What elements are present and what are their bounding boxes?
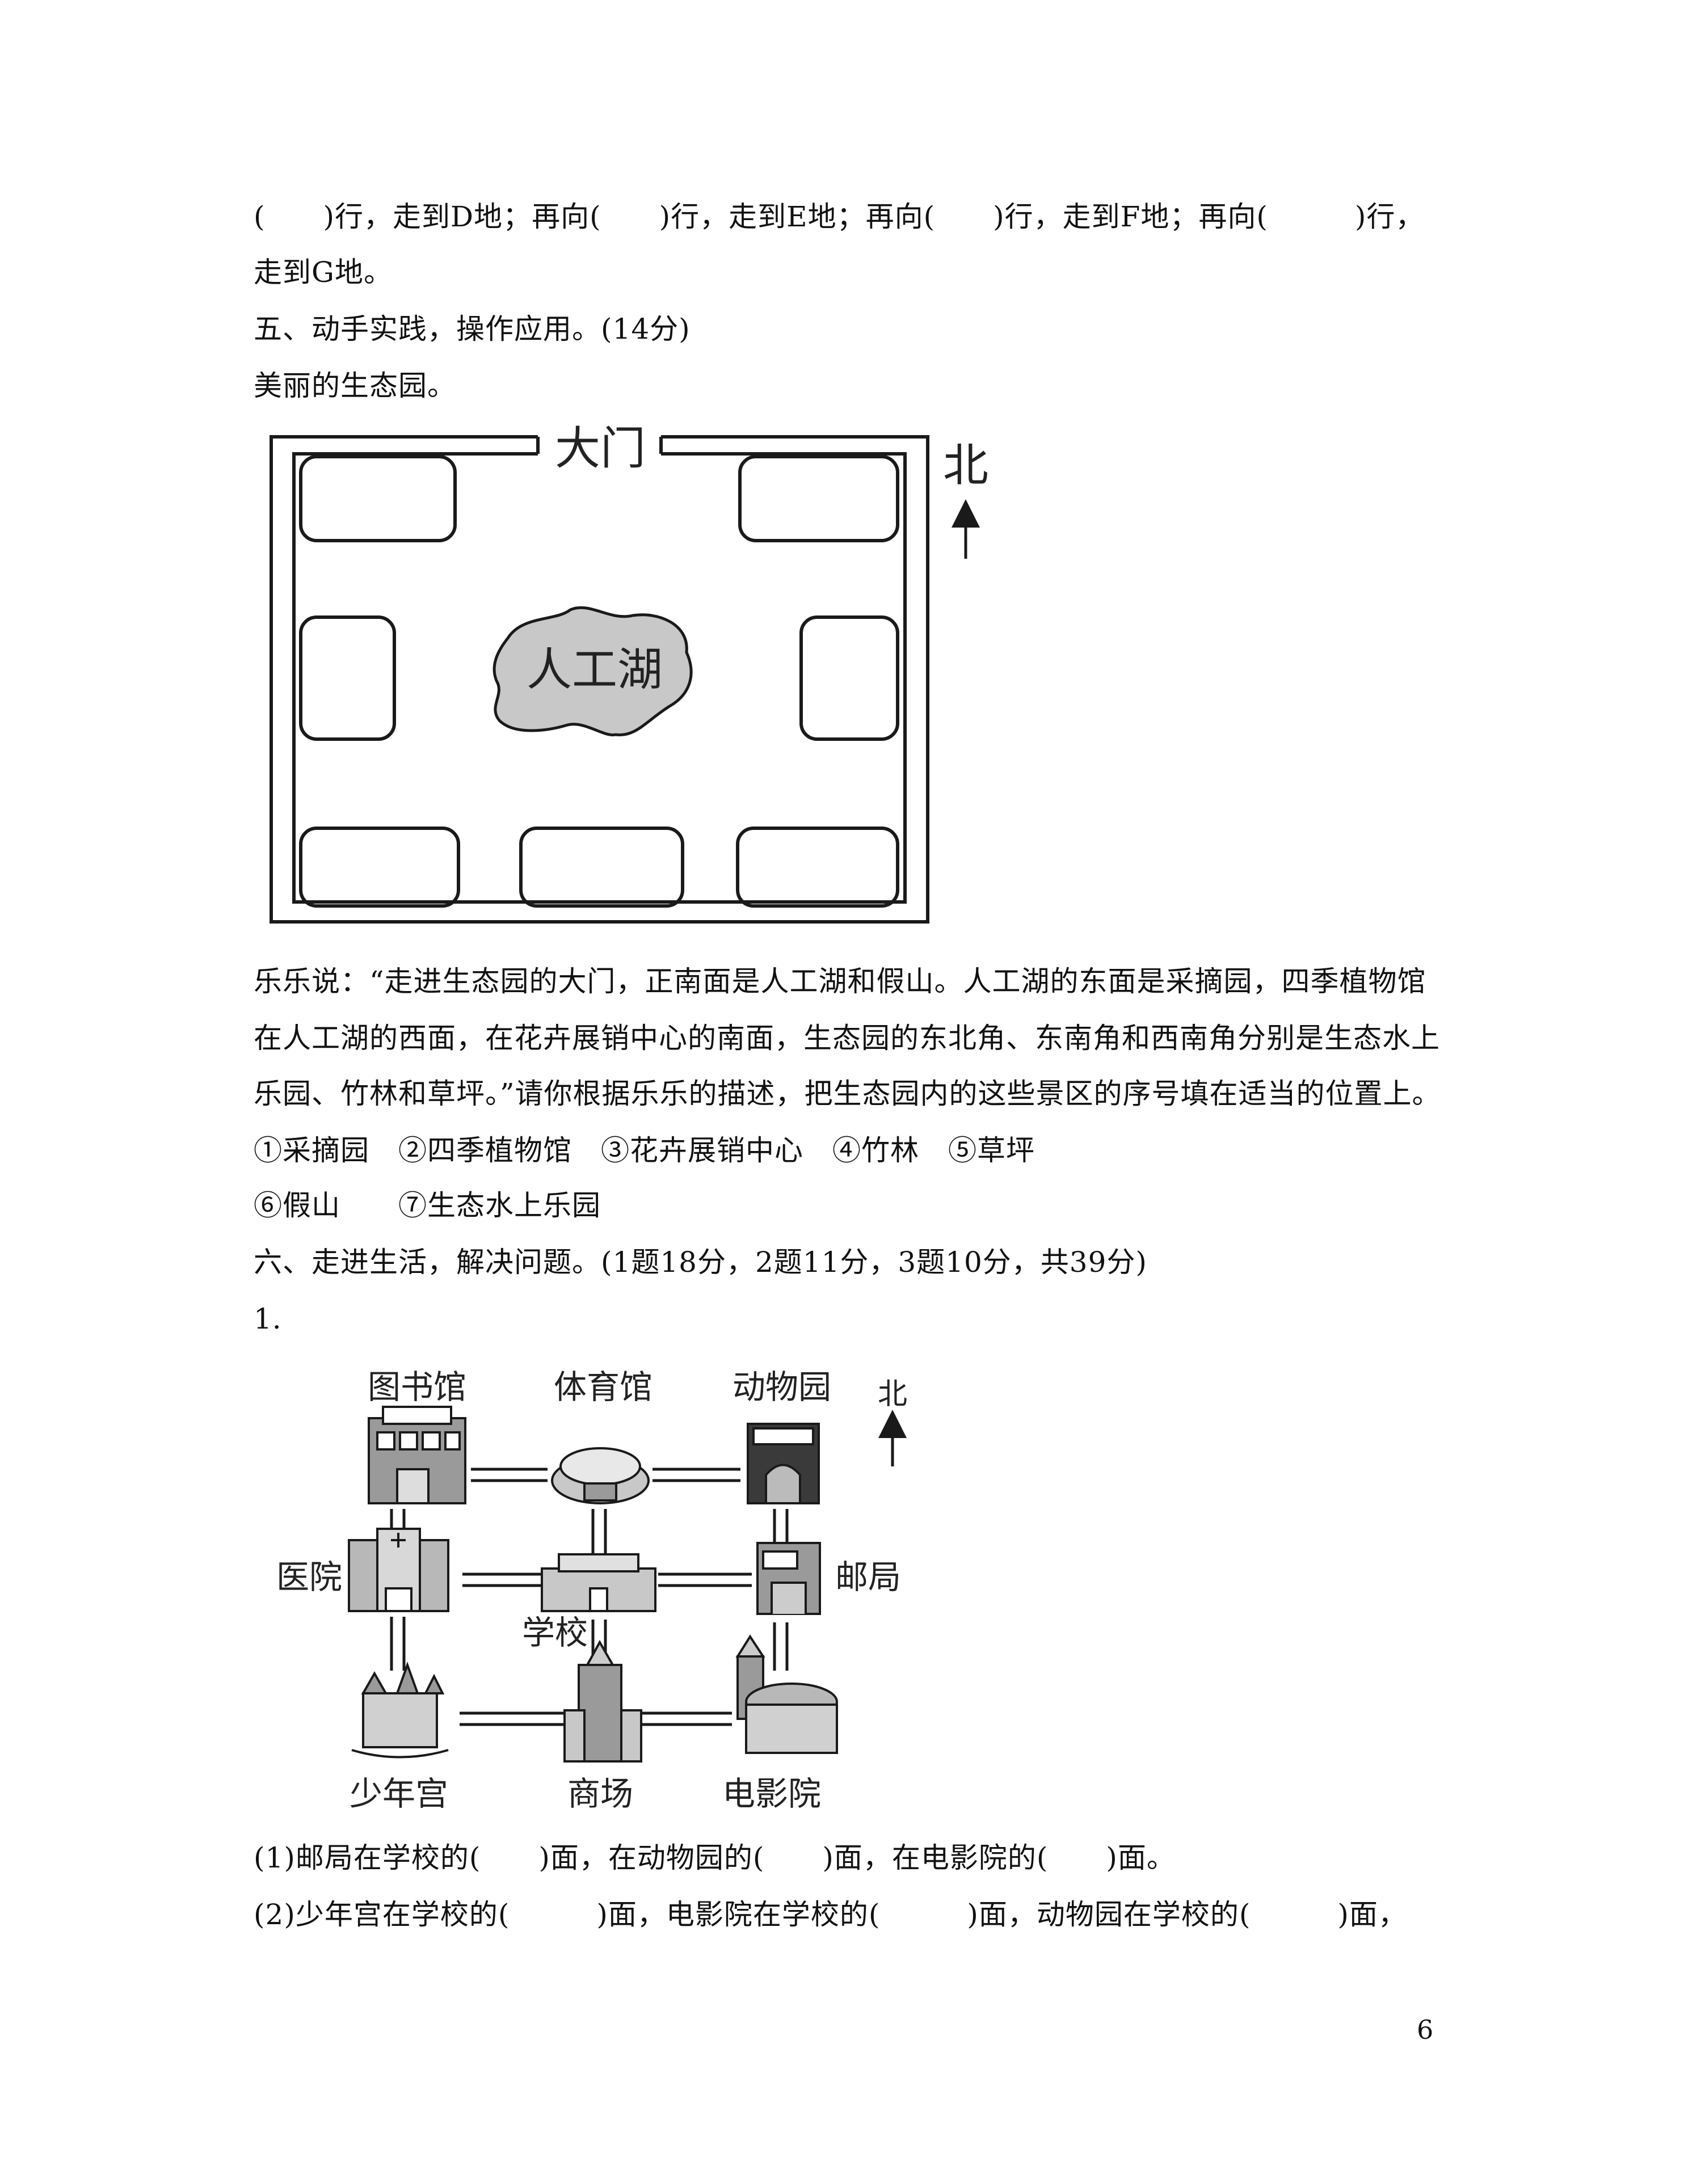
text-line-2: 走到G地。 xyxy=(254,256,393,289)
question-1-part-1: (1)邮局在学校的( )面，在动物园的( )面，在电影院的( )面。 xyxy=(254,1841,1176,1874)
gym-icon xyxy=(551,1447,650,1504)
gate-posts xyxy=(536,437,663,454)
answer-box-east[interactable] xyxy=(799,615,899,741)
answer-box-west[interactable] xyxy=(299,615,396,741)
label-zoo: 动物园 xyxy=(733,1368,831,1406)
option-list-line-2: ⑥假山 ⑦生态水上乐园 xyxy=(254,1189,601,1222)
label-gym: 体育馆 xyxy=(554,1368,653,1406)
lake-shape xyxy=(492,606,693,737)
answer-box-northeast[interactable] xyxy=(738,455,899,542)
city-map-roads xyxy=(390,1468,789,1726)
question-1-part-2: (2)少年宫在学校的( )面，电影院在学校的( )面，动物园在学校的( )面， xyxy=(254,1898,1407,1931)
label-youth-palace: 少年宫 xyxy=(350,1774,448,1813)
page-number: 6 xyxy=(1417,2014,1434,2045)
label-mall: 商场 xyxy=(567,1774,633,1813)
label-cinema: 电影院 xyxy=(722,1774,821,1813)
eco-park-title: 美丽的生态园。 xyxy=(254,369,456,402)
lele-description-line-2: 在人工湖的西面，在花卉展销中心的南面，生态园的东北角、东南角和西南角分别是生态水… xyxy=(254,1022,1440,1055)
section-six-heading: 六、走进生活，解决问题。(1题18分，2题11分，3题10分，共39分) xyxy=(254,1246,1147,1279)
label-school: 学校 xyxy=(522,1613,588,1652)
cinema-icon xyxy=(735,1634,838,1754)
hospital-icon xyxy=(348,1528,449,1612)
mall-icon xyxy=(563,1639,642,1763)
option-list-line-1: ①采摘园 ②四季植物馆 ③花卉展销中心 ④竹林 ⑤草坪 xyxy=(254,1134,1035,1167)
gate-label: 大门 xyxy=(555,422,646,475)
section-five-heading: 五、动手实践，操作应用。(14分) xyxy=(254,313,691,345)
park-inner-wall xyxy=(292,452,907,904)
question-1-number: 1. xyxy=(254,1302,282,1335)
library-icon xyxy=(368,1406,466,1504)
post-office-icon xyxy=(756,1542,821,1615)
answer-box-south[interactable] xyxy=(519,827,684,908)
city-north-label: 北 xyxy=(878,1377,907,1411)
zoo-icon xyxy=(747,1423,820,1504)
lele-description-line-1: 乐乐说：“走进生态园的大门，正南面是人工湖和假山。人工湖的东面是采摘园，四季植物… xyxy=(254,965,1426,998)
youth-palace-icon xyxy=(351,1662,449,1759)
lele-description-line-3: 乐园、竹林和草坪。”请你根据乐乐的描述，把生态园内的这些景区的序号填在适当的位置… xyxy=(254,1077,1441,1110)
answer-box-southwest[interactable] xyxy=(299,827,460,908)
text-line-1: ( )行，走到D地；再向( )行，走到E地；再向( )行，走到F地；再向( )行… xyxy=(254,200,1425,233)
park-outer-wall xyxy=(270,435,929,924)
park-north-label: 北 xyxy=(943,439,988,492)
answer-box-northwest[interactable] xyxy=(299,455,457,542)
label-hospital: 医院 xyxy=(276,1558,342,1596)
answer-box-southeast[interactable] xyxy=(736,827,899,908)
lake-label: 人工湖 xyxy=(527,643,663,696)
label-post-office: 邮局 xyxy=(835,1558,901,1596)
school-icon xyxy=(541,1553,656,1612)
label-library: 图书馆 xyxy=(368,1368,466,1406)
eco-park-map xyxy=(270,435,980,924)
